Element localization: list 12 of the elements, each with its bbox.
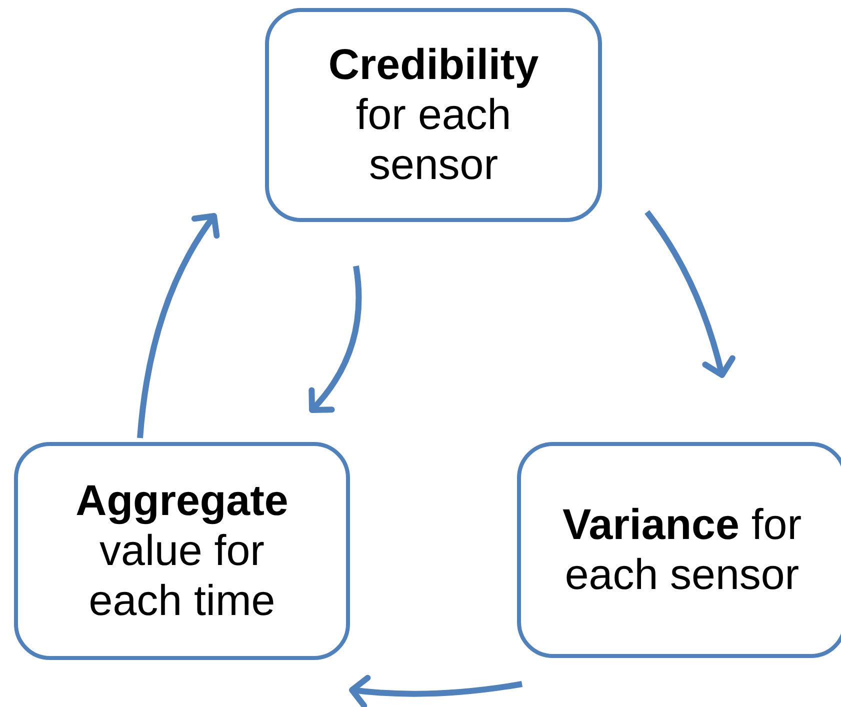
curved-arrow xyxy=(349,674,522,707)
box-text: for each sensor xyxy=(354,90,512,190)
box-text: Variance for each sensor xyxy=(561,500,803,600)
curved-arrow xyxy=(644,210,736,378)
box-heading: Aggregate xyxy=(76,476,288,526)
process-box xyxy=(14,442,350,660)
box-heading: Credibility xyxy=(328,40,539,90)
curved-arrow xyxy=(308,266,362,413)
process-box xyxy=(517,442,841,658)
process-box xyxy=(265,8,602,222)
curved-arrow xyxy=(137,213,220,438)
box-text: value for each time xyxy=(88,526,276,626)
